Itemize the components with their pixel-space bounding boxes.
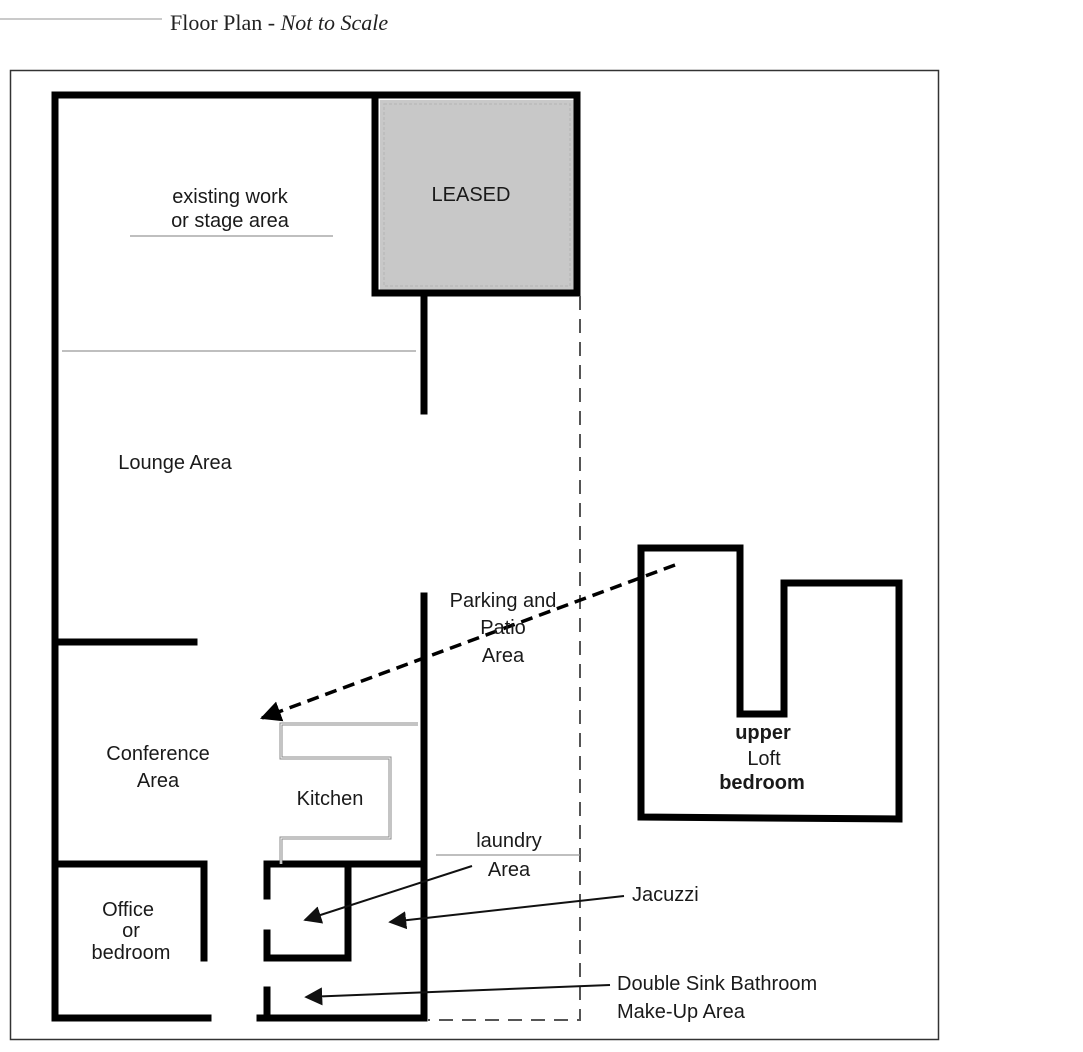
jacuzzi-arrow xyxy=(388,895,625,930)
leased-inner-border xyxy=(383,103,571,287)
leased-label: LEASED xyxy=(432,184,511,206)
parking-label-3: Area xyxy=(482,645,525,667)
laundry-arrow xyxy=(303,865,473,924)
bathroom-label-1: Double Sink Bathroom xyxy=(617,973,817,995)
laundry-label-2: Area xyxy=(488,859,531,881)
parking-label-2: Patio xyxy=(480,617,526,639)
loft-label-3: bedroom xyxy=(719,772,805,794)
bathroom-label-2: Make-Up Area xyxy=(617,1001,746,1023)
bathroom-arrow xyxy=(304,984,611,1006)
office-label-1: Office xyxy=(102,899,154,921)
building-outer-wall xyxy=(51,91,581,1022)
loft-label-1: upper xyxy=(735,722,791,744)
jacuzzi-label: Jacuzzi xyxy=(632,884,699,906)
loft-arrow xyxy=(260,563,676,722)
conference-label-2: Area xyxy=(137,770,180,792)
loft-label-2: Loft xyxy=(747,748,781,770)
lounge-label: Lounge Area xyxy=(118,452,232,474)
parking-label-1: Parking and xyxy=(450,590,557,612)
diagram-frame xyxy=(9,69,940,1041)
laundry-label-1: laundry xyxy=(476,830,542,852)
conference-label-1: Conference xyxy=(106,743,209,765)
leased-area xyxy=(380,100,574,290)
work-area-label-1: existing work xyxy=(172,186,289,208)
office-label-3: bedroom xyxy=(92,942,171,964)
office-label-2: or xyxy=(122,920,140,942)
kitchen-counter-inner xyxy=(280,723,418,864)
kitchen-label: Kitchen xyxy=(297,788,364,810)
page-title: Floor Plan - Not to Scale xyxy=(170,10,388,35)
patio-dashed-boundary xyxy=(428,296,581,1021)
upper-loft-outline xyxy=(637,544,903,823)
work-area-label-2: or stage area xyxy=(171,210,290,232)
